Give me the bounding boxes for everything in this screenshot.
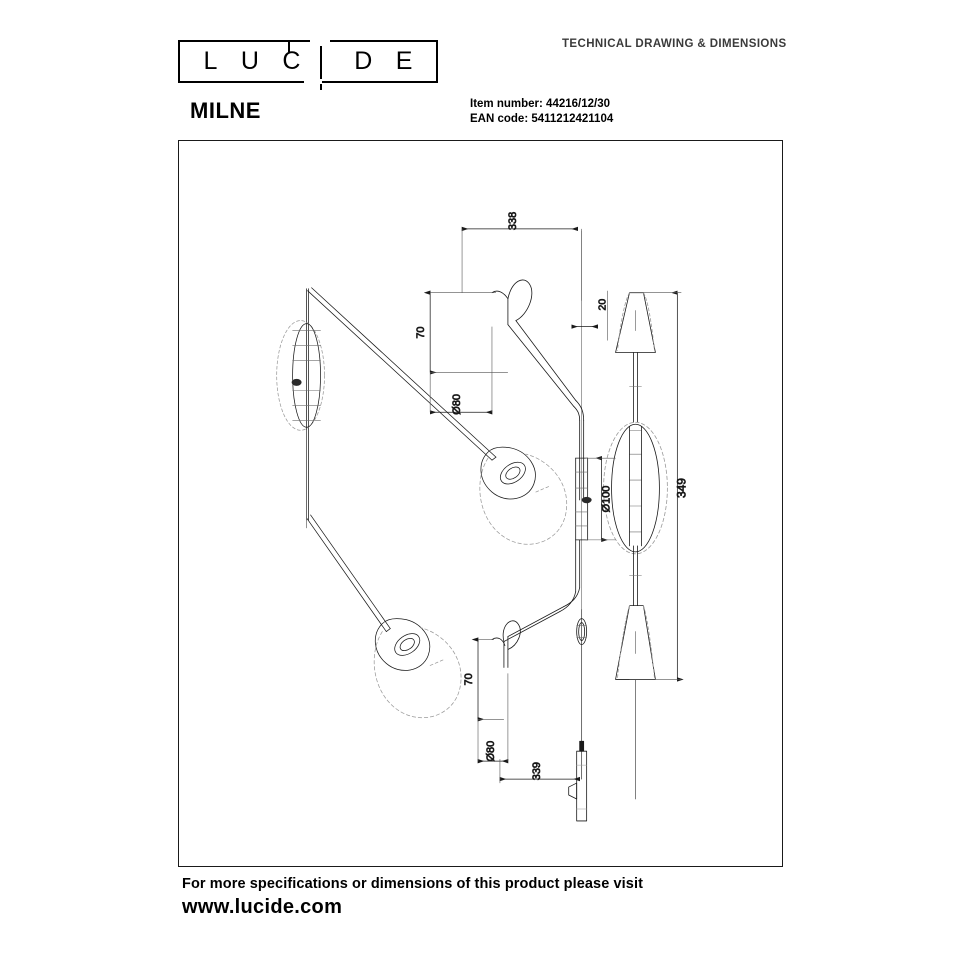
footer-website-url[interactable]: www.lucide.com (182, 896, 343, 918)
document-kind-label: TECHNICAL DRAWING & DIMENSIONS (562, 38, 787, 50)
dimension-shade-height-top: 70 (415, 290, 508, 375)
logo-top-gap (308, 39, 330, 44)
technical-drawing-frame: 338 70 Ø80 20 (178, 140, 783, 867)
side-elevation-view (491, 230, 592, 822)
dimension-value-339: 339 (531, 762, 543, 780)
dimension-value-20: 20 (598, 299, 609, 311)
dimension-value-dia80-top: Ø80 (451, 394, 463, 415)
logo-letter-c: C (282, 47, 301, 75)
dimension-backplate-dia: Ø100 (585, 455, 616, 543)
product-name: MILNE (190, 98, 261, 123)
dimension-arm-reach-top: 338 (461, 211, 582, 301)
logo-bottom-gap (304, 79, 322, 84)
ean-code-value: 5411212421104 (531, 113, 614, 125)
dimension-annotations: 338 70 Ø80 20 (415, 211, 689, 784)
page-footer: For more specifications or dimensions of… (182, 876, 782, 919)
logo-letter-l: L (203, 47, 218, 75)
dimension-arm-reach-bottom: 339 (499, 759, 581, 784)
item-number-row: Item number: 44216/12/30 (470, 97, 613, 112)
dimension-value-70-bottom: 70 (463, 673, 475, 685)
perspective-3d-view (276, 287, 568, 718)
dimension-value-338: 338 (507, 212, 519, 230)
front-elevation-view (603, 292, 668, 800)
logo-i-stem (320, 46, 322, 90)
item-metadata: Item number: 44216/12/30 EAN code: 54112… (470, 97, 613, 127)
dimension-shade-dia-bot: Ø80 (477, 673, 509, 764)
dimension-overall-height: 349 (629, 290, 689, 682)
ean-code-row: EAN code: 5411212421104 (470, 112, 613, 127)
logo-letter-d: D (354, 47, 373, 75)
dimension-shade-height-bot: 70 (463, 637, 504, 722)
dimension-shade-dia-top: Ø80 (429, 326, 493, 415)
lucide-logo: L U C I D E (178, 39, 438, 90)
technical-drawing-canvas: 338 70 Ø80 20 (276, 211, 689, 822)
page-header: L U C I D E TECHNICAL DRAWING & DIMENSIO… (0, 0, 960, 140)
dimension-plate-thickness: 20 (571, 290, 609, 341)
logo-c-hook (288, 40, 310, 52)
dimension-value-349: 349 (674, 478, 688, 498)
ean-code-label: EAN code: (470, 113, 529, 125)
dimension-value-70-top: 70 (415, 326, 427, 338)
footer-message: For more specifications or dimensions of… (182, 876, 644, 892)
logo-letter-u: U (240, 47, 259, 75)
item-number-value: 44216/12/30 (546, 98, 610, 110)
item-number-label: Item number: (470, 98, 543, 110)
dimension-value-dia80-bottom: Ø80 (485, 741, 497, 762)
dimension-value-dia100: Ø100 (601, 486, 613, 513)
logo-letters: L U C I D E (180, 42, 436, 81)
logo-letter-e: E (395, 47, 413, 75)
